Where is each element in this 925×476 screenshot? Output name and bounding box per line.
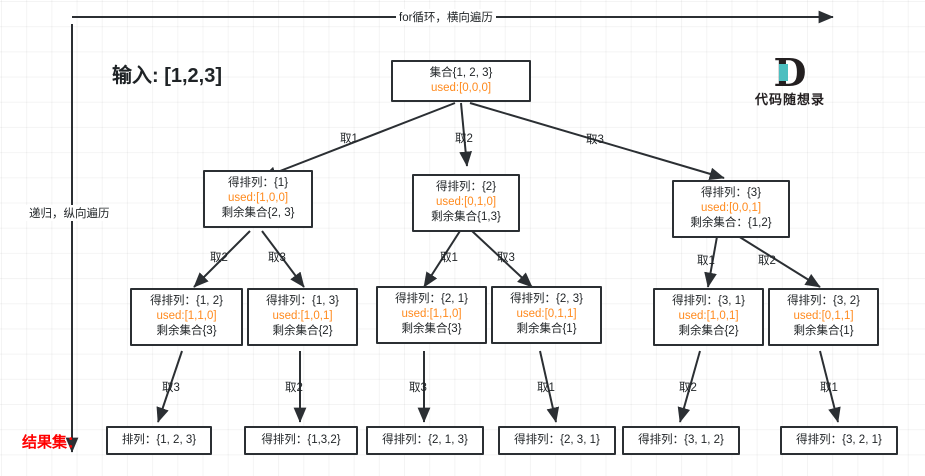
node-line-perm: 得排列：{3} xyxy=(700,187,762,199)
tree-node-l1-2[interactable]: 得排列：{3} used:[0,0,1] 剩余集合：{1,2} xyxy=(672,180,790,238)
edge-label-l2-leaf-4: 取2 xyxy=(679,382,697,394)
node-line-used: used:[0,0,1] xyxy=(700,202,762,215)
node-line-remaining: 剩余集合：{1,2} xyxy=(690,217,772,230)
edge-label-l1-l2-2: 取1 xyxy=(440,252,458,264)
node-line-used: used:[1,0,0] xyxy=(227,192,289,205)
tree-node-l2-4[interactable]: 得排列：{3, 1} used:[1,0,1] 剩余集合{2} xyxy=(653,288,764,346)
result-set-label: 结果集： xyxy=(22,434,83,451)
result-node-2[interactable]: 得排列：{2, 1, 3} xyxy=(366,426,484,456)
edge-label-l2-leaf-2: 取3 xyxy=(409,382,427,394)
tree-node-l2-0[interactable]: 得排列：{1, 2} used:[1,1,0] 剩余集合{3} xyxy=(130,288,243,346)
node-line-used: used:[0,0,0] xyxy=(430,82,492,95)
node-line-perm: 得排列：{1, 3} xyxy=(266,295,339,307)
node-line-perm: 得排列：{3, 1} xyxy=(672,295,745,307)
tree-node-l2-1[interactable]: 得排列：{1, 3} used:[1,0,1] 剩余集合{2} xyxy=(247,288,358,346)
logo-accent-square-icon xyxy=(779,64,788,81)
edge-label-l1-l2-0: 取2 xyxy=(210,252,228,264)
node-line-perm: 得排列：{1, 2} xyxy=(150,295,223,307)
logo-caption: 代码随想录 xyxy=(754,93,825,108)
node-line-used: used:[0,1,0] xyxy=(435,196,497,209)
tree-node-root[interactable]: 集合{1, 2, 3} used:[0,0,0] xyxy=(391,60,531,103)
node-line-perm: 得排列：{3, 2} xyxy=(787,295,860,307)
result-node-3[interactable]: 得排列：{2, 3, 1} xyxy=(498,426,616,456)
node-line-used: used:[1,0,1] xyxy=(678,310,739,323)
node-line-remaining: 剩余集合{1} xyxy=(516,323,577,336)
node-line-perm: 得排列：{2} xyxy=(435,181,497,193)
node-line-used: used:[1,0,1] xyxy=(272,310,333,323)
node-line-perm: 得排列：{1} xyxy=(227,177,289,189)
tree-node-l2-5[interactable]: 得排列：{3, 2} used:[0,1,1] 剩余集合{1} xyxy=(768,288,879,346)
logo-d-icon: D xyxy=(773,50,807,95)
tree-node-l1-0[interactable]: 得排列：{1} used:[1,0,0] 剩余集合{2, 3} xyxy=(203,170,313,228)
node-line-remaining: 剩余集合{3} xyxy=(156,325,217,338)
node-line-used: used:[1,1,0] xyxy=(156,310,217,323)
tree-node-l2-2[interactable]: 得排列：{2, 1} used:[1,1,0] 剩余集合{3} xyxy=(376,286,487,344)
edge-label-l1-l2-4: 取1 xyxy=(697,255,715,267)
node-line-remaining: 剩余集合{1,3} xyxy=(431,211,501,224)
node-line-set: 集合{1, 2, 3} xyxy=(429,67,493,79)
vertical-axis-label: 递归，纵向遍历 xyxy=(26,205,113,221)
edge-label-l2-leaf-5: 取1 xyxy=(820,382,838,394)
edge-label-l0-l1-1: 取2 xyxy=(455,133,473,145)
result-node-1[interactable]: 得排列：{1,3,2} xyxy=(244,426,358,456)
edge-label-l1-l2-5: 取2 xyxy=(758,255,776,267)
edge-label-l2-leaf-3: 取1 xyxy=(537,382,555,394)
node-line-used: used:[1,1,0] xyxy=(401,308,462,321)
horizontal-axis-label: for循环，横向遍历 xyxy=(396,9,496,25)
brand-logo: D 代码随想录 xyxy=(742,50,838,109)
node-line-remaining: 剩余集合{2, 3} xyxy=(221,207,295,220)
node-line-used: used:[0,1,1] xyxy=(516,308,577,321)
node-line-remaining: 剩余集合{3} xyxy=(401,323,462,336)
node-line-remaining: 剩余集合{1} xyxy=(793,325,854,338)
edge-label-l2-leaf-0: 取3 xyxy=(162,382,180,394)
node-line-perm: 得排列：{2, 1} xyxy=(395,293,468,305)
node-line-remaining: 剩余集合{2} xyxy=(678,325,739,338)
node-line-perm: 得排列：{2, 3} xyxy=(510,293,583,305)
edge-label-l2-leaf-1: 取2 xyxy=(285,382,303,394)
result-node-4[interactable]: 得排列：{3, 1, 2} xyxy=(622,426,740,456)
tree-node-l1-1[interactable]: 得排列：{2} used:[0,1,0] 剩余集合{1,3} xyxy=(412,174,520,232)
edge-label-l0-l1-0: 取1 xyxy=(340,133,358,145)
input-label: 输入: [1,2,3] xyxy=(112,65,223,87)
node-line-remaining: 剩余集合{2} xyxy=(272,325,333,338)
edge-label-l1-l2-1: 取3 xyxy=(268,252,286,264)
tree-node-l2-3[interactable]: 得排列：{2, 3} used:[0,1,1] 剩余集合{1} xyxy=(491,286,602,344)
edge-label-l1-l2-3: 取3 xyxy=(497,252,515,264)
result-node-0[interactable]: 排列：{1, 2, 3} xyxy=(106,426,212,456)
edge-label-l0-l1-2: 取3 xyxy=(586,134,604,146)
result-node-5[interactable]: 得排列：{3, 2, 1} xyxy=(780,426,898,456)
node-line-used: used:[0,1,1] xyxy=(793,310,854,323)
